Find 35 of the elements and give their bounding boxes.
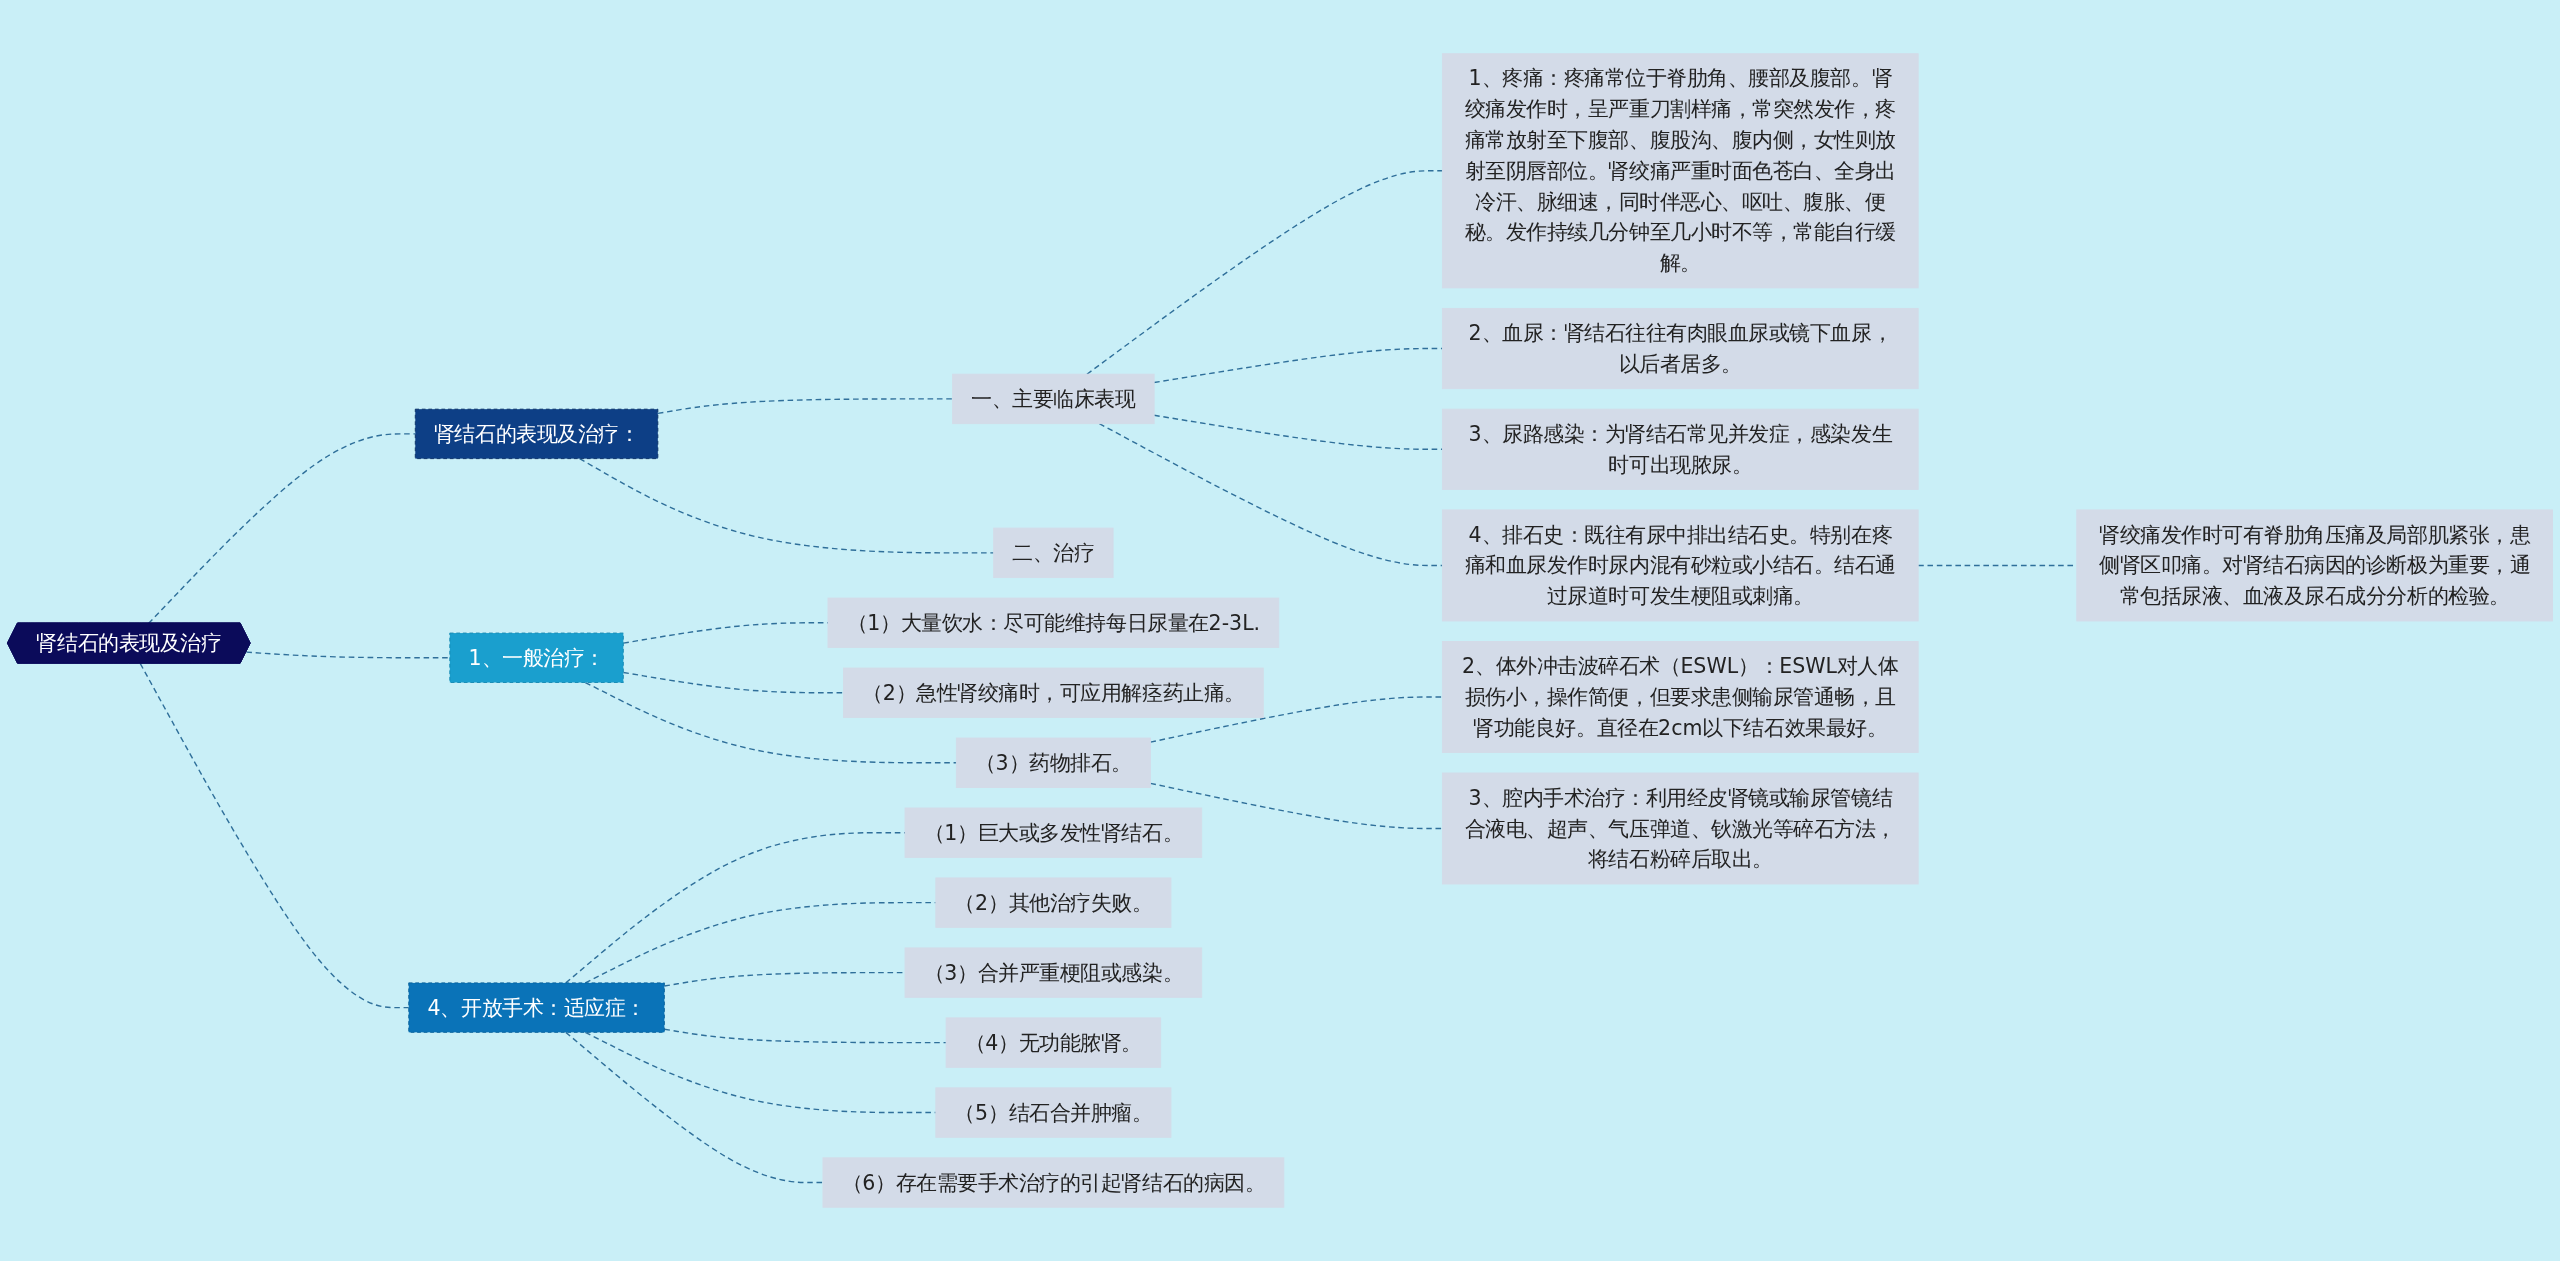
connector: [1153, 347, 1444, 384]
node-box: （1）巨大或多发性肾结石。: [904, 807, 1203, 858]
connector: [1098, 422, 1444, 567]
connector: [584, 681, 958, 764]
connector: [622, 671, 845, 694]
connector: [663, 1028, 947, 1044]
node-box: 3、尿路感染：为肾结石常见并发症，感染发生时可出现脓尿。: [1441, 408, 1919, 490]
node-box: （2）急性肾绞痛时，可应用解痉药止痛。: [843, 667, 1264, 718]
connector: [1149, 696, 1444, 743]
node-box: 1、疼痛：疼痛常位于脊肋角、腰部及腹部。肾绞痛发作时，呈严重刀割样痛，常突然发作，疼痛常放射至下腹部、腹股沟、腹内侧，女性则放射至阴唇部位。肾绞痛严重时面色苍白、全身出冷汗、脉细速，同时伴恶心、呕吐、腹胀、便秘。发作持续几分钟至几小时不等，常能自行缓解。: [1441, 53, 1919, 289]
node-box: （3）药物排石。: [955, 737, 1151, 788]
connector: [1153, 414, 1444, 450]
node-box: 2、体外冲击波碎石术（ESWL）：ESWL对人体损伤小，操作简便，但要求患侧输尿管通畅，且肾功能良好。直径在2cm以下结石效果最好。: [1441, 641, 1919, 753]
connector: [245, 651, 451, 659]
node-box: 肾结石的表现及治疗：: [414, 408, 659, 460]
node-box: 3、腔内手术治疗：利用经皮肾镜或输尿管镜结合液电、超声、气压弹道、钬激光等碎石方法，将结石粉碎后取出。: [1441, 772, 1919, 885]
connector: [1086, 170, 1444, 375]
node-box: 2、血尿：肾结石往往有肉眼血尿或镜下血尿，以后者居多。: [1441, 307, 1919, 390]
connector: [565, 1031, 824, 1184]
node-box: （5）结石合并肿瘤。: [935, 1087, 1172, 1138]
node-box: （1）大量饮水：尽可能维持每日尿量在2-3L.: [827, 597, 1280, 648]
node-box: 二、治疗: [993, 527, 1114, 579]
connector: [147, 433, 416, 625]
connector: [657, 398, 954, 415]
node-box: （2）其他治疗失败。: [935, 877, 1172, 928]
connector: [139, 662, 410, 1009]
node-box: 1、一般治疗：: [449, 632, 624, 683]
node-box: 一、主要临床表现: [952, 373, 1155, 425]
node-box: 4、开放手术：适应症：: [408, 982, 665, 1033]
node-box: 4、排石史：既往有尿中排出结石史。特别在疼痛和血尿发作时尿内混有砂粒或小结石。结石通过尿道时可发生梗阻或刺痛。: [1441, 509, 1919, 622]
connector: [1149, 782, 1444, 830]
connector: [578, 457, 995, 554]
node-box: （4）无功能脓肾。: [945, 1017, 1162, 1068]
node-box: （6）存在需要手术治疗的引起肾结石的病因。: [822, 1157, 1285, 1208]
node-box: （3）合并严重梗阻或感染。: [904, 947, 1203, 998]
